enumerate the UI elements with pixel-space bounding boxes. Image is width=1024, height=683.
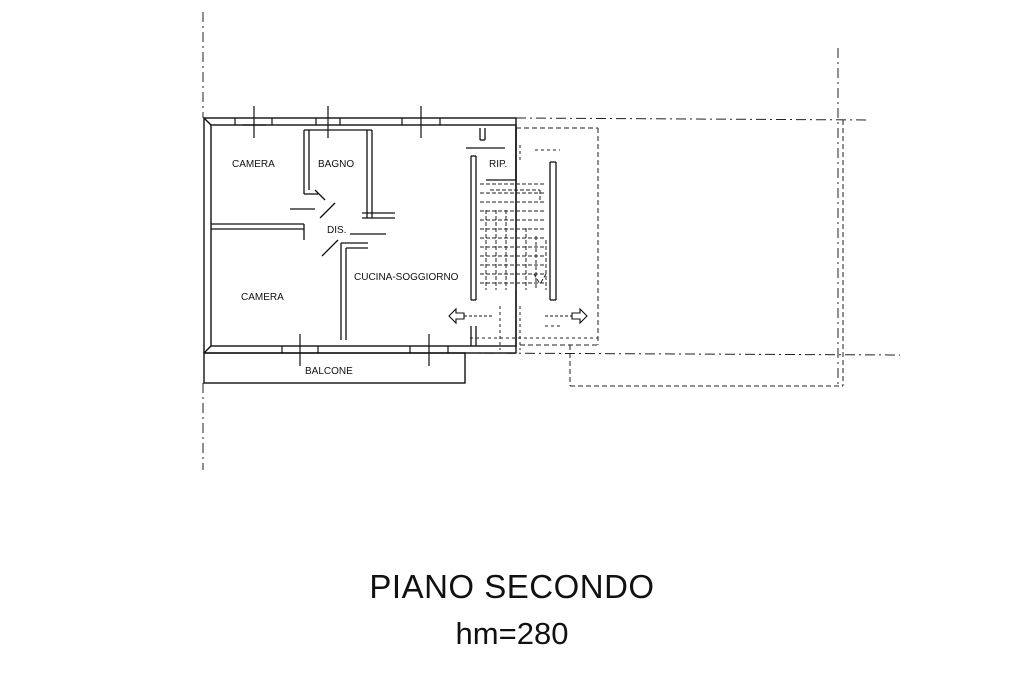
room-label-balcone: BALCONE (305, 366, 353, 377)
exterior-walls (203, 117, 517, 354)
stair-treads (480, 183, 547, 290)
room-labels: CAMERA BAGNO RIP. DIS. CAMERA CUCINA-SOG… (232, 159, 507, 377)
room-label-camera-bottom: CAMERA (241, 292, 284, 303)
stair-direction-arrows (448, 307, 588, 325)
arrow-left-icon (448, 307, 465, 325)
stair-outline (516, 120, 844, 387)
windows (234, 106, 449, 366)
reference-lines (202, 12, 901, 470)
room-label-rip: RIP. (489, 159, 507, 170)
room-label-cucina-soggiorno: CUCINA-SOGGIORNO (354, 272, 459, 283)
landing-markings (470, 145, 598, 350)
room-label-bagno: BAGNO (318, 159, 354, 170)
floor-height: hm=280 (455, 616, 569, 651)
interior-walls (211, 128, 557, 346)
room-label-camera-top: CAMERA (232, 159, 275, 170)
room-label-dis: DIS. (327, 225, 346, 236)
floor-title: PIANO SECONDO (369, 568, 655, 605)
balcony (203, 352, 466, 384)
arrow-right-icon (571, 307, 588, 325)
